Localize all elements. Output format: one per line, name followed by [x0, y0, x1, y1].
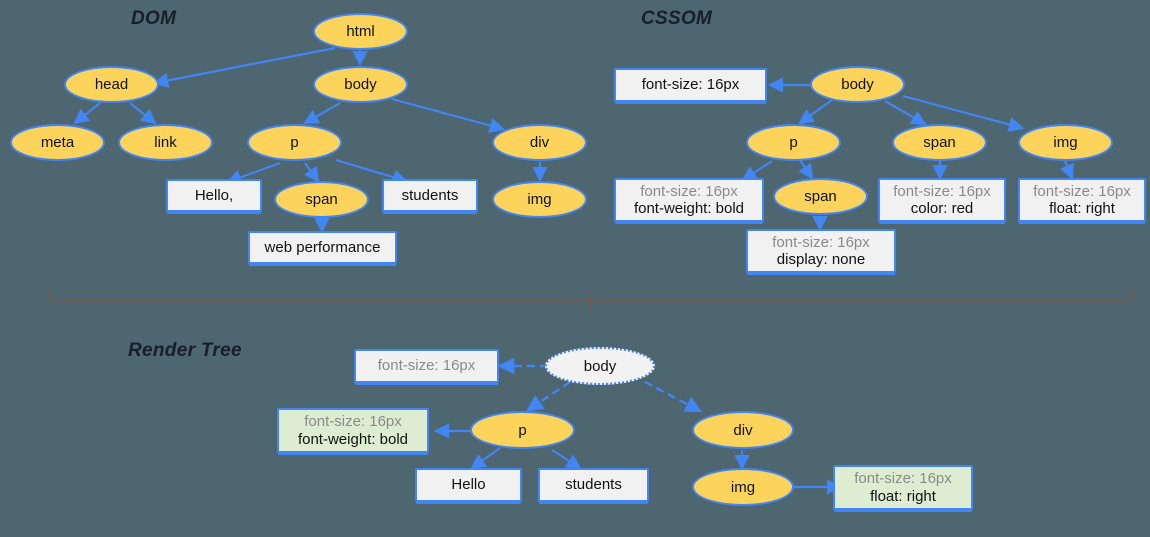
- dom-text-web-performance-label: web performance: [264, 238, 381, 256]
- render-tree-section-title: Render Tree: [128, 340, 242, 361]
- render-node-div[interactable]: div: [692, 411, 794, 449]
- render-rule-img[interactable]: font-size: 16px float: right: [833, 465, 973, 510]
- dom-text-hello-label: Hello,: [194, 186, 234, 204]
- render-text-students-label: students: [565, 476, 622, 494]
- dom-text-students-label: students: [401, 186, 459, 204]
- cssom-rule-p-line-1: font-size: 16px: [640, 182, 738, 200]
- cssom-rule-body[interactable]: font-size: 16px: [614, 68, 767, 102]
- cssom-node-img[interactable]: img: [1018, 124, 1113, 161]
- render-rule-p-line-1: font-size: 16px: [304, 413, 402, 431]
- dom-node-link[interactable]: link: [118, 124, 213, 161]
- cssom-rule-p[interactable]: font-size: 16px font-weight: bold: [614, 178, 764, 222]
- cssom-node-p[interactable]: p: [746, 124, 841, 161]
- cssom-rule-span-in-p-line-2: display: none: [776, 251, 866, 268]
- cssom-rule-span-in-p[interactable]: font-size: 16px display: none: [746, 229, 896, 273]
- cssom-rule-img[interactable]: font-size: 16px float: right: [1018, 178, 1146, 222]
- cssom-node-body[interactable]: body: [810, 66, 905, 103]
- dom-node-body[interactable]: body: [313, 66, 408, 103]
- cssom-rule-img-line-1: font-size: 16px: [1033, 182, 1131, 200]
- render-rule-img-line-2: float: right: [870, 487, 936, 505]
- render-text-hello[interactable]: Hello: [415, 468, 522, 502]
- cssom-rule-span-in-p-line-1: font-size: 16px: [772, 233, 870, 251]
- dom-text-web-performance[interactable]: web performance: [248, 231, 397, 264]
- render-node-p[interactable]: p: [470, 411, 575, 449]
- render-text-hello-label: Hello: [451, 476, 486, 494]
- dom-node-html[interactable]: html: [313, 13, 408, 50]
- render-text-students[interactable]: students: [538, 468, 649, 502]
- cssom-section-title: CSSOM: [641, 8, 713, 29]
- dom-text-hello[interactable]: Hello,: [166, 179, 262, 212]
- cssom-rule-body-line-1: font-size: 16px: [641, 76, 740, 94]
- dom-text-students[interactable]: students: [382, 179, 478, 212]
- cssom-rule-span-line-2: color: red: [910, 200, 974, 217]
- section-divider-tick-left: [48, 290, 49, 300]
- render-node-img[interactable]: img: [692, 468, 794, 506]
- render-rule-p[interactable]: font-size: 16px font-weight: bold: [277, 408, 429, 453]
- cssom-rule-p-line-2: font-weight: bold: [633, 200, 745, 217]
- cssom-node-span[interactable]: span: [892, 124, 987, 161]
- section-divider-tick-right: [1132, 290, 1133, 300]
- dom-node-meta[interactable]: meta: [10, 124, 105, 161]
- render-rule-p-line-2: font-weight: bold: [297, 430, 409, 448]
- dom-node-div[interactable]: div: [492, 124, 587, 161]
- cssom-rule-span-line-1: font-size: 16px: [893, 182, 991, 200]
- dom-section-title: DOM: [131, 8, 177, 29]
- dom-node-span[interactable]: span: [274, 181, 369, 218]
- render-rule-img-line-1: font-size: 16px: [854, 470, 952, 488]
- dom-node-head[interactable]: head: [64, 66, 159, 103]
- cssom-rule-img-line-2: float: right: [1049, 200, 1115, 217]
- cssom-node-span-in-p[interactable]: span: [773, 178, 868, 215]
- dom-node-img[interactable]: img: [492, 181, 587, 218]
- render-rule-body[interactable]: font-size: 16px: [354, 349, 499, 383]
- dom-node-p[interactable]: p: [247, 124, 342, 161]
- cssom-rule-span[interactable]: font-size: 16px color: red: [878, 178, 1006, 222]
- render-node-body[interactable]: body: [545, 347, 655, 385]
- render-rule-body-line-1: font-size: 16px: [377, 357, 476, 375]
- section-divider-tick-mid: [590, 292, 591, 310]
